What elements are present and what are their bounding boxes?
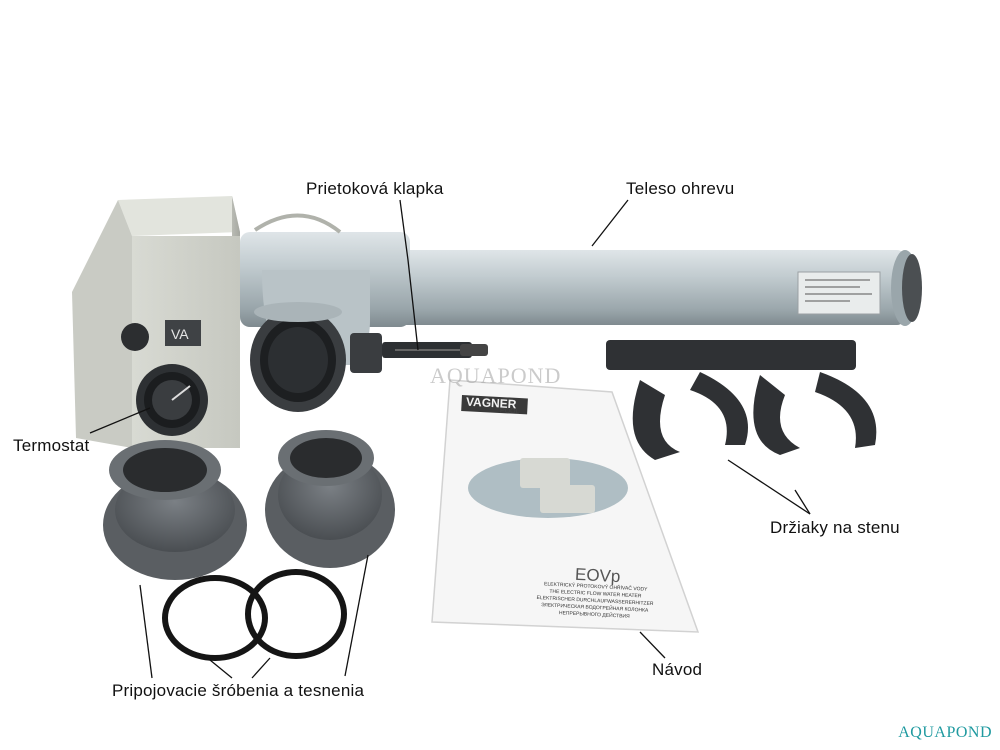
vagner-logo [165, 320, 201, 346]
leader-fit-right [344, 554, 369, 677]
watermark-corner: AQUAPOND [898, 724, 992, 741]
label-thermostat: Termostat [13, 436, 90, 455]
leader-manual [639, 631, 666, 659]
manual-brand-sub: POOL [499, 407, 520, 416]
power-switch-icon [121, 323, 149, 351]
fitting-left [103, 440, 247, 580]
leader-seal-left [209, 659, 233, 679]
leader-seal-right [251, 657, 271, 679]
label-heater-body: Teleso ohrevu [626, 179, 735, 198]
elbow-fitting [240, 232, 410, 412]
leader-brackets-b [794, 489, 811, 515]
label-fittings: Pripojovacie šróbenia a tesnenia [112, 681, 365, 700]
leader-fit-left [139, 584, 153, 679]
svg-text:VA: VA [171, 326, 189, 342]
manual-booklet [431, 379, 700, 633]
label-flow-flap: Prietoková klapka [306, 179, 444, 198]
leader-brackets-a [727, 459, 811, 515]
thermostat-dial-icon [136, 364, 208, 436]
control-box: VA [72, 196, 342, 448]
seal-ring-right [245, 569, 347, 659]
fitting-middle [265, 430, 395, 568]
flow-flap [350, 333, 488, 373]
watermark-center: AQUAPOND [430, 363, 562, 388]
heater-tube [330, 250, 922, 326]
leader-tube [591, 199, 629, 247]
label-manual: Návod [652, 660, 703, 679]
label-wall-brackets: Držiaky na stenu [770, 518, 900, 537]
seal-ring-left [162, 575, 268, 661]
leader-flap [399, 199, 419, 351]
leader-thermostat [89, 407, 151, 434]
wall-brackets [606, 340, 877, 460]
